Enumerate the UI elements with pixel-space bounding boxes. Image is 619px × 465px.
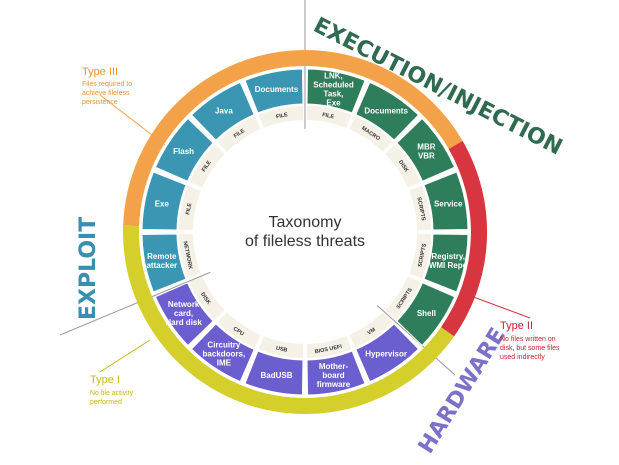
tag-band-9 [258,336,304,358]
tag-label-9: USB [275,346,288,354]
type2-desc-line3: used indirectly [500,354,545,361]
segment-14-label-line-1: Flash [173,147,194,156]
segment-9-label-line-1: BadUSB [261,371,293,380]
type3-leader-line [99,94,166,146]
type1-title: Type I [90,374,120,386]
tag-band-4 [409,185,431,231]
segment-10-label-line-3: IME [217,358,232,367]
center-circle [202,129,408,335]
segment-9 [244,350,304,396]
tag-band-11 [189,276,225,320]
band-type1 [122,225,455,415]
tag-band-5 [409,233,431,279]
category-exploit: EXPLOIT [76,217,101,320]
type3-desc-line1: Files required to [82,81,132,88]
segment-8-label-line-2: board [322,371,344,380]
type2-leader-line [459,291,531,319]
type2-title: Type II [500,320,533,332]
segment-1-label-line-2: Scheduled [313,80,354,89]
divider-line-right [361,291,456,376]
tag-band-7 [349,312,393,348]
type1-leader-line [99,339,151,373]
segment-11-label-line-1: Network [168,300,200,309]
tag-band-12 [179,233,201,279]
segment-10 [190,323,255,383]
segment-6-label-line-1: Shell [417,309,436,318]
segment-3-label-line-1: MBR [417,142,435,151]
segment-1-label-line-4: Exe [326,98,341,107]
segment-10-label-line-1: Circuitry [207,340,240,349]
tag-label-5: SCRIPTS [417,243,428,268]
tag-band-6 [385,276,421,320]
type3-desc-line2: achieve fileless [82,90,130,97]
segment-6 [396,282,456,347]
segment-7-label-line-1: Hypervisor [365,349,407,358]
tag-label-15: FILE [233,128,247,140]
type3-desc-line3: persistence [82,99,118,106]
tag-band-3 [385,144,421,188]
center-title-line2: of fileless threats [245,233,365,250]
tag-label-4: SCRIPTS [415,197,426,222]
segment-1-label-line-1: LNK, [324,71,343,80]
type1-desc-line2: performed [90,399,122,406]
type1-desc-line1: No file activity [90,390,134,397]
segment-5 [423,233,469,293]
tag-label-13: FILE [185,202,193,215]
center-title-line1: Taxonomy [269,214,342,231]
segment-1-label-line-3: Task, [324,89,344,98]
segment-11-label-line-3: Hard disk [165,318,202,327]
type2-desc-line1: No files written on [500,336,556,343]
segment-12 [141,233,187,293]
tag-band-8 [306,336,352,358]
segment-3 [396,117,456,182]
segment-4-label-line-1: Service [434,200,463,209]
tag-label-10: CPU [232,326,245,337]
segment-5-label-line-2: WMI Repo [429,261,468,270]
tag-band-16 [258,106,304,128]
segment-12-label-line-1: Remote [147,252,177,261]
segment-16-label-line-1: Documents [255,85,299,94]
segment-15 [190,81,255,141]
tag-band-2 [349,116,393,152]
type2-desc-line2: disk, but some files [500,345,560,352]
outer-type-band [122,50,488,415]
tag-band-13 [179,185,201,231]
tag-band-1 [306,106,352,128]
tag-ring: FILEMACRODISKSCRIPTSSCRIPTSSCRIPTSVMBIOS… [179,106,431,358]
tag-label-14: FILE [201,160,213,174]
segment-2 [355,81,420,141]
segment-11 [154,282,214,347]
segment-15-label-line-1: Java [215,107,233,116]
segment-5-label-line-1: Registry, [431,252,465,261]
tag-label-7: VM [367,327,378,337]
segment-14 [154,117,214,182]
segment-13-label-line-1: Exe [155,200,170,209]
segment-8-label-line-1: Mother- [319,362,349,371]
segment-3-label-line-2: VBR [418,151,435,160]
segment-11-label-line-2: card, [174,309,193,318]
segment-ring: LNK,ScheduledTask,ExeDocumentsMBRVBRServ… [141,68,469,396]
segment-1 [306,68,366,114]
tag-label-8: BIOS UEFI [314,344,343,355]
band-type3 [123,50,305,227]
type3-title: Type III [82,66,118,78]
tag-label-16: FILE [276,112,289,120]
segment-2-label-line-1: Documents [364,107,408,116]
segment-16 [244,68,304,114]
tag-label-12: NETWORK [182,241,193,270]
segment-8-label-line-3: firmware [317,380,351,389]
segment-10-label-line-2: backdoors, [203,349,246,358]
tag-band-10 [217,312,261,348]
tag-band-14 [189,144,225,188]
segment-12-label-line-2: attacker [146,261,177,270]
segment-8 [306,350,366,396]
segment-7 [355,323,420,383]
segment-13 [141,171,187,231]
band-type2 [440,141,488,337]
tag-label-1: FILE [322,112,335,120]
segment-4 [423,171,469,231]
tag-band-15 [217,116,261,152]
